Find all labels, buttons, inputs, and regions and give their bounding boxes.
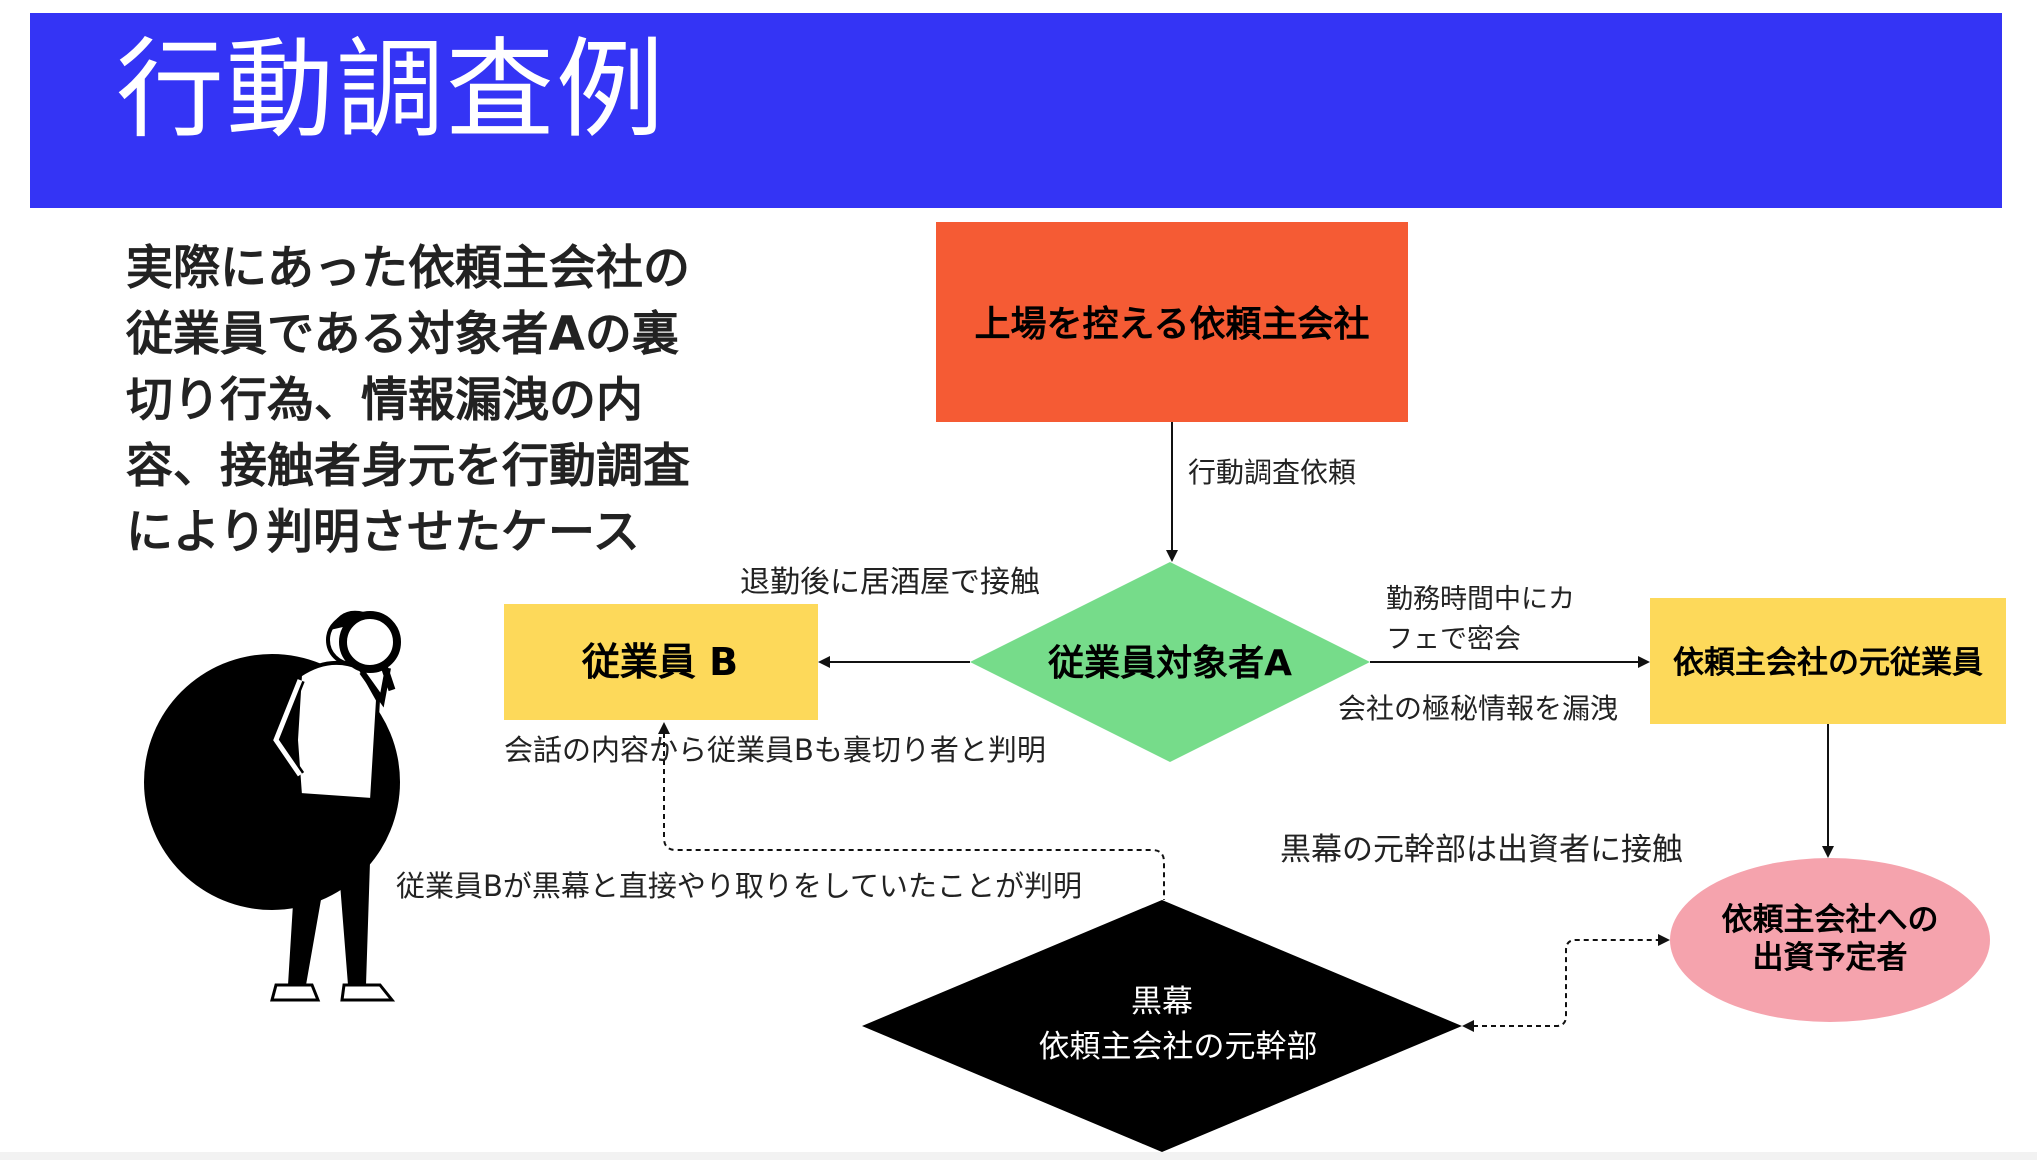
conversation-reveal-label: 会話の内容から従業員Bも裏切り者と判明 <box>504 733 1046 767</box>
client-company-box <box>936 222 1408 422</box>
description-line: 実際にあった依頼主会社の <box>126 241 690 296</box>
investor-ellipse <box>1670 858 1990 1022</box>
former-employee-label: 依頼主会社の元従業員 <box>1673 645 1983 681</box>
person-with-magnifier-icon <box>144 610 401 1002</box>
description-line: 従業員である対象者Aの裏 <box>126 307 679 362</box>
cafe-meeting-label-line1: 勤務時間中にカ <box>1386 584 1575 615</box>
direct-exchange-label: 従業員Bが黒幕と直接やり取りをしていたことが判明 <box>396 869 1082 903</box>
description-text: 実際にあった依頼主会社の 従業員である対象者Aの裏 切り行為、情報漏洩の内 容、… <box>126 236 726 566</box>
direct-exchange-connector <box>658 722 1165 900</box>
target-a-label: 従業員対象者A <box>1047 643 1292 684</box>
cafe-meeting-label-line2: フェで密会 <box>1386 624 1521 655</box>
client-company-label: 上場を控える依頼主会社 <box>975 304 1370 345</box>
description-line: により判明させたケース <box>126 505 640 560</box>
former-employee-box <box>1650 598 2006 724</box>
request-label: 行動調査依頼 <box>1188 456 1356 489</box>
leak-label: 会社の極秘情報を漏洩 <box>1338 692 1618 725</box>
description-line: 容、接触者身元を行動調査 <box>126 439 690 494</box>
mastermind-diamond <box>862 900 1462 1152</box>
page-title: 行動調査例 <box>116 28 667 153</box>
exec-contact-label: 黒幕の元幹部は出資者に接触 <box>1280 832 1683 868</box>
header-band: 行動調査例 <box>30 13 2002 208</box>
target-a-diamond <box>970 562 1370 762</box>
mastermind-label-line2: 依頼主会社の元幹部 <box>1039 1029 1318 1065</box>
mastermind-investor-connector <box>1462 934 1670 1032</box>
investor-label-line2: 出資予定者 <box>1753 940 1908 976</box>
after-work-contact-label: 退勤後に居酒屋で接触 <box>740 565 1040 600</box>
description-line: 切り行為、情報漏洩の内 <box>126 373 643 428</box>
mastermind-label-line1: 黒幕 <box>1131 984 1193 1020</box>
investor-label-line1: 依頼主会社への <box>1722 902 1939 938</box>
employee-b-label: 従業員 B <box>581 640 738 684</box>
bottom-strip <box>0 1152 2037 1160</box>
employee-b-box <box>504 604 818 720</box>
